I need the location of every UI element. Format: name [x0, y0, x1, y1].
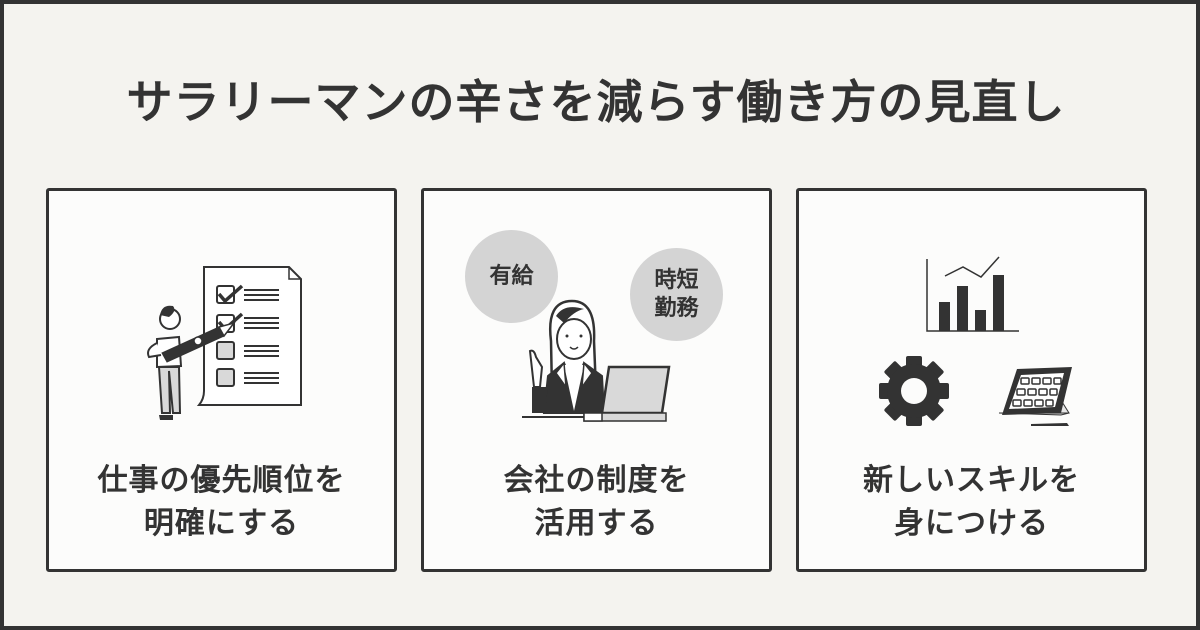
paid-leave-bubble: 有給	[465, 230, 558, 323]
card-label-line1: 新しいスキルを	[863, 463, 1080, 498]
card-label-line2: 活用する	[534, 506, 659, 541]
bubble-label: 時短 勤務	[654, 267, 698, 323]
tablet-icon	[998, 367, 1072, 426]
bar-chart-icon	[926, 256, 1019, 332]
bubble-line2: 勤務	[654, 295, 699, 321]
gear-icon	[879, 356, 949, 426]
card-label-line1: 会社の制度を	[503, 463, 690, 498]
shorter-hours-bubble: 時短 勤務	[630, 248, 723, 341]
card-label-line2: 身につける	[894, 506, 1049, 541]
card-new-skills: 新しいスキルを 身につける	[796, 188, 1147, 572]
card-company-systems: 有給 時短 勤務 会社の制度を 活用する	[421, 188, 772, 572]
bubble-label: 有給	[489, 263, 534, 289]
card-label-line1: 仕事の優先順位を	[97, 463, 346, 498]
card-label-line2: 明確にする	[143, 506, 300, 541]
card-label: 新しいスキルを 身につける	[799, 459, 1144, 545]
businesswoman-laptop-icon	[522, 299, 671, 422]
page-title: サラリーマンの辛さを減らす働き方の見直し	[126, 75, 1066, 129]
chart-gear-tablet-icon	[879, 256, 1072, 426]
card-prioritize-work: 仕事の優先順位を 明確にする	[46, 188, 397, 572]
person-checklist-icon	[147, 266, 302, 420]
card-label: 会社の制度を 活用する	[424, 459, 769, 545]
bubble-line1: 時短	[654, 267, 699, 293]
card-label: 仕事の優先順位を 明確にする	[49, 459, 394, 545]
